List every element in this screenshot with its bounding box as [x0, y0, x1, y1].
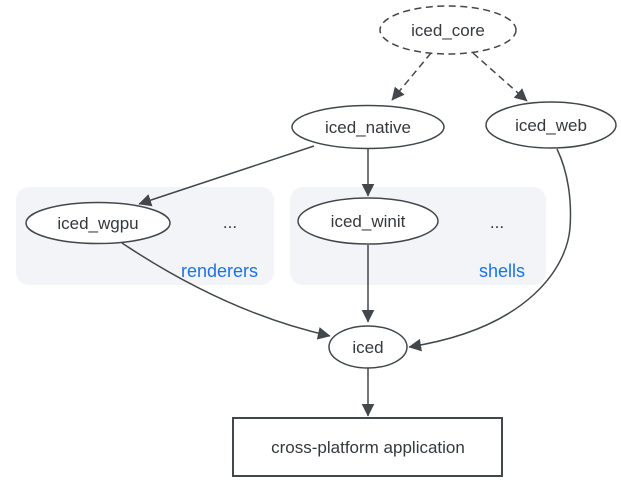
node-iced-web: iced_web [485, 101, 617, 149]
node-iced-native-label: iced_native [325, 118, 411, 137]
node-iced-wgpu: iced_wgpu [25, 201, 171, 245]
node-application-label: cross-platform application [271, 438, 465, 457]
group-shells-label: shells [479, 261, 525, 281]
edge-iced-core-to-iced-native [391, 52, 432, 101]
node-iced-native: iced_native [291, 104, 445, 150]
node-iced-winit: iced_winit [297, 197, 439, 245]
node-iced-wgpu-outline [25, 201, 171, 245]
group-shells-ellipsis: ... [490, 213, 504, 232]
edge-iced-native-to-iced-wgpu [138, 145, 315, 207]
node-iced-outline [328, 325, 408, 369]
node-iced-web-outline [485, 101, 617, 149]
node-iced: iced [328, 325, 408, 369]
group-renderers-ellipsis: ... [223, 213, 237, 232]
node-iced-label: iced [352, 338, 383, 357]
node-iced-core-outline [379, 5, 517, 55]
node-iced-core: iced_core [379, 5, 517, 55]
group-renderers-label: renderers [181, 261, 258, 281]
node-iced-core-label: iced_core [411, 21, 485, 40]
edge-iced-wgpu-to-iced [121, 242, 331, 340]
node-iced-web-label: iced_web [515, 116, 587, 135]
node-application: cross-platform application [232, 417, 503, 477]
edge-iced-core-to-iced-web [472, 52, 528, 102]
edge-iced-web-to-iced [408, 148, 572, 352]
node-iced-winit-label: iced_winit [331, 212, 406, 231]
node-application-outline [232, 417, 503, 477]
node-iced-winit-outline [297, 197, 439, 245]
node-iced-wgpu-label: iced_wgpu [57, 214, 138, 233]
node-iced-native-outline [291, 104, 445, 150]
